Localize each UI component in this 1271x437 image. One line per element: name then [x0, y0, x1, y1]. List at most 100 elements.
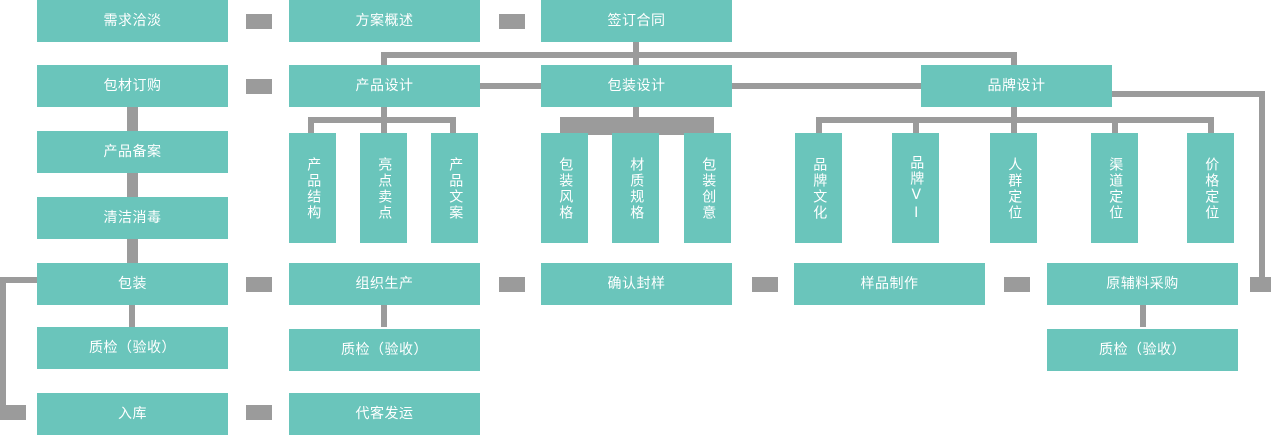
node-qc-packaging[interactable]: 质检（验收）: [37, 327, 228, 369]
node-contract[interactable]: 签订合同: [541, 0, 732, 42]
node-highlight-selling-point[interactable]: 亮点卖点: [360, 133, 407, 243]
connector-material-order-to-filing: [127, 107, 138, 133]
node-package-design-label: 包装设计: [607, 77, 666, 94]
node-contract-label: 签订合同: [607, 12, 666, 29]
stub-sample-making-to-raw-material: [1004, 277, 1030, 292]
node-price-positioning[interactable]: 价格定位: [1187, 133, 1234, 243]
node-qc-raw-material-label: 质检（验收）: [1099, 341, 1186, 358]
connector-product-design-child-3: [450, 117, 456, 133]
connector-product-design-child-1: [308, 117, 314, 133]
node-package-style[interactable]: 包装风格: [541, 133, 588, 243]
node-brand-culture-label: 品牌文化: [811, 157, 828, 221]
connector-bus-to-package-design: [633, 52, 639, 66]
node-product-filing-label: 产品备案: [103, 143, 162, 160]
node-qc-production[interactable]: 质检（验收）: [289, 329, 480, 371]
node-brand-design-label: 品牌设计: [987, 77, 1046, 94]
node-organize-production-label: 组织生产: [355, 275, 414, 292]
node-highlight-selling-point-label: 亮点卖点: [376, 157, 393, 221]
node-clean-sterilize[interactable]: 清洁消毒: [37, 197, 228, 239]
node-packaging-label: 包装: [118, 275, 147, 292]
node-qc-raw-material[interactable]: 质检（验收）: [1047, 329, 1238, 371]
node-sample-making-label: 样品制作: [860, 275, 919, 292]
node-package-style-label: 包装风格: [557, 157, 574, 221]
connector-package-to-brand-design: [731, 83, 922, 89]
node-demand-label: 需求洽淡: [103, 12, 162, 29]
connector-product-to-package-design: [479, 83, 543, 89]
node-audience-positioning[interactable]: 人群定位: [990, 133, 1037, 243]
node-package-creative[interactable]: 包装创意: [684, 133, 731, 243]
connector-brand-design-child-2: [913, 117, 919, 133]
connector-brand-design-right: [1109, 91, 1265, 97]
node-product-structure[interactable]: 产品结构: [289, 133, 336, 243]
connector-clean-to-packaging: [127, 239, 138, 265]
node-material-order[interactable]: 包材订购: [37, 65, 228, 107]
node-package-design[interactable]: 包装设计: [541, 65, 732, 107]
node-channel-positioning[interactable]: 渠道定位: [1091, 133, 1138, 243]
stub-production-to-confirm-sample: [499, 277, 525, 292]
connector-product-design-child-2: [381, 117, 387, 133]
connector-package-design-child-1: [560, 117, 566, 133]
node-drop-shipping[interactable]: 代客发运: [289, 393, 480, 435]
node-raw-material-purchase[interactable]: 原辅料采购: [1047, 263, 1238, 305]
node-raw-material-purchase-label: 原辅料采购: [1106, 275, 1179, 292]
connector-contract-down: [633, 42, 639, 58]
node-brand-vi[interactable]: 品牌VI: [892, 133, 939, 243]
node-brand-culture[interactable]: 品牌文化: [795, 133, 842, 243]
node-brand-vi-label: 品牌VI: [908, 155, 925, 223]
connector-filing-to-clean: [127, 173, 138, 199]
node-organize-production[interactable]: 组织生产: [289, 263, 480, 305]
node-audience-positioning-label: 人群定位: [1006, 157, 1023, 221]
node-material-order-label: 包材订购: [103, 77, 162, 94]
connector-production-to-qc: [381, 305, 387, 327]
connector-packaging-to-qc: [129, 305, 135, 327]
node-material-spec[interactable]: 材质规格: [612, 133, 659, 243]
node-qc-packaging-label: 质检（验收）: [89, 339, 176, 356]
node-product-structure-label: 产品结构: [305, 157, 322, 221]
node-product-design-label: 产品设计: [355, 77, 414, 94]
connector-package-design-child-3: [705, 117, 711, 133]
stub-demand-to-proposal: [246, 14, 272, 29]
node-product-copy[interactable]: 产品文案: [431, 133, 478, 243]
stub-material-order-to-product-design: [246, 79, 272, 94]
node-product-design[interactable]: 产品设计: [289, 65, 480, 107]
connector-product-design-down: [381, 107, 387, 119]
node-proposal-label: 方案概述: [355, 12, 414, 29]
node-packaging[interactable]: 包装: [37, 263, 228, 305]
node-product-copy-label: 产品文案: [447, 157, 464, 221]
node-demand[interactable]: 需求洽淡: [37, 0, 228, 42]
connector-brand-design-right-down: [1259, 91, 1265, 277]
connector-bus-to-brand-design: [1011, 52, 1017, 66]
connector-brand-design-child-5: [1208, 117, 1214, 133]
stub-raw-material-right: [1250, 277, 1271, 292]
connector-brand-design-child-1: [816, 117, 822, 133]
node-proposal[interactable]: 方案概述: [289, 0, 480, 42]
stub-proposal-to-contract: [499, 14, 525, 29]
node-confirm-sample-label: 确认封样: [607, 275, 666, 292]
node-warehousing[interactable]: 入库: [37, 393, 228, 435]
node-qc-production-label: 质检（验收）: [341, 341, 428, 358]
connector-packaging-left-down: [0, 277, 6, 411]
node-sample-making[interactable]: 样品制作: [794, 263, 985, 305]
connector-brand-design-child-3: [1011, 117, 1017, 133]
connector-brand-design-child-4: [1112, 117, 1118, 133]
node-material-spec-label: 材质规格: [628, 157, 645, 221]
node-warehousing-label: 入库: [118, 405, 147, 422]
node-product-filing[interactable]: 产品备案: [37, 131, 228, 173]
connector-packaging-left: [0, 277, 40, 283]
stub-warehouse-to-shipping: [246, 405, 272, 420]
node-clean-sterilize-label: 清洁消毒: [103, 209, 162, 226]
node-channel-positioning-label: 渠道定位: [1107, 157, 1124, 221]
node-package-creative-label: 包装创意: [700, 157, 717, 221]
node-brand-design[interactable]: 品牌设计: [921, 65, 1112, 107]
stub-packaging-to-production: [246, 277, 272, 292]
stub-warehouse-left: [0, 405, 26, 420]
connector-design-bus: [381, 52, 1017, 58]
connector-bus-to-product-design: [381, 52, 387, 66]
stub-confirm-sample-to-sample-making: [752, 277, 778, 292]
node-price-positioning-label: 价格定位: [1203, 157, 1220, 221]
node-confirm-sample[interactable]: 确认封样: [541, 263, 732, 305]
connector-brand-design-down: [1011, 107, 1017, 119]
connector-package-design-down: [633, 107, 639, 119]
connector-package-design-child-2: [633, 117, 639, 133]
